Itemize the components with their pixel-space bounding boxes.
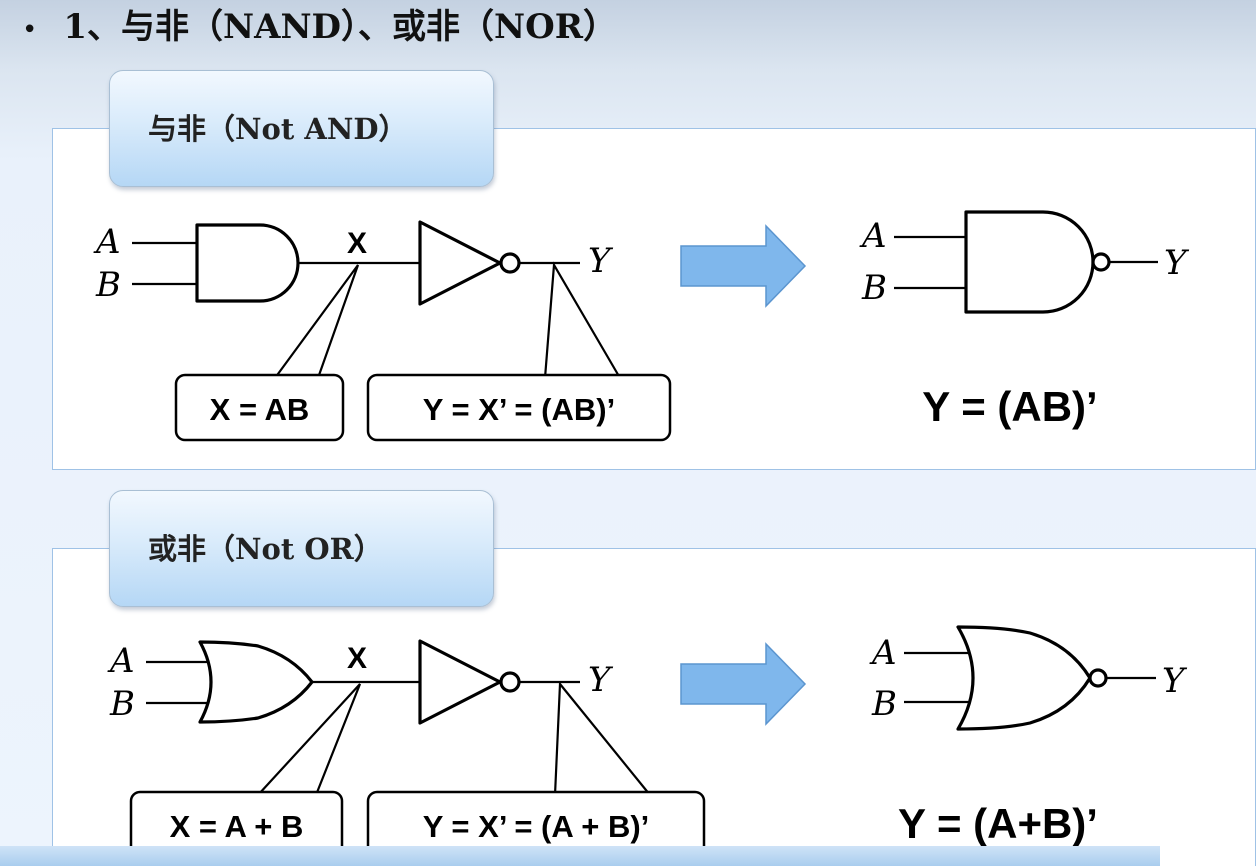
nor-x-label: X [347,642,367,675]
nand-input-b-label: B [95,265,121,305]
slide-title: • 1、与非（NAND）、或非（NOR） [22,4,617,50]
nor-symbol: A B Y [869,625,1188,731]
nand-x-box [174,373,345,442]
nand-input-a-label: A [93,222,121,262]
nand-decomposition: A B X Y X = AB Y = X’ = (AB)’ [93,220,672,442]
bottom-decoration [0,846,1160,866]
inversion-bubble-icon [499,671,521,693]
not-gate-icon [418,220,502,306]
nor-symbol-y-label: Y [1162,661,1188,701]
nand-tab-label: 与非（Not AND） [148,112,408,146]
nor-x-leader [257,683,362,796]
nand-symbol: A B Y [859,210,1190,314]
nand-equation: Y = (AB)’ [922,383,1097,430]
nand-output-label: Y [588,241,614,281]
nand-x-box-text: X = AB [210,392,310,427]
nand-symbol-a-label: A [859,216,887,256]
or-gate-icon [198,640,314,724]
right-arrow-icon [680,224,807,308]
nor-bubble-icon [1088,668,1108,688]
nor-equation: Y = (A+B)’ [898,800,1098,847]
nor-y-leader [553,681,651,796]
nand-bubble-icon [1091,252,1111,272]
nor-input-b-label: B [109,684,135,724]
nand-symbol-b-label: B [861,268,887,308]
nand-x-leader [274,264,360,379]
nand-gate-icon [964,210,1095,314]
bullet-point: • [22,15,38,45]
nand-tab: 与非（Not AND） [109,70,494,187]
nand-y-box-text: Y = X’ = (AB)’ [423,392,615,427]
slide-title-text: 1、与非（NAND）、或非（NOR） [63,7,617,47]
nor-input-a-label: A [107,641,135,681]
nor-tab-label: 或非（Not OR） [148,532,383,566]
nand-symbol-y-label: Y [1164,243,1190,283]
nor-y-box-text: Y = X’ = (A + B)’ [423,809,650,844]
nor-symbol-b-label: B [871,684,897,724]
and-gate-icon [195,223,300,303]
nor-output-label: Y [588,660,614,700]
nor-x-box-text: X = A + B [170,809,304,844]
inversion-bubble-icon [499,252,521,274]
nor-gate-icon [956,625,1092,731]
nand-y-box [366,373,672,442]
not-gate-icon [418,639,502,725]
nor-decomposition: A B X Y X = A + B Y = X’ = (A + B)’ [107,639,706,859]
right-arrow-icon [680,642,807,726]
nand-x-label: X [347,227,367,260]
nand-y-leader [543,261,621,379]
nor-symbol-a-label: A [869,633,897,673]
nor-tab: 或非（Not OR） [109,490,494,607]
